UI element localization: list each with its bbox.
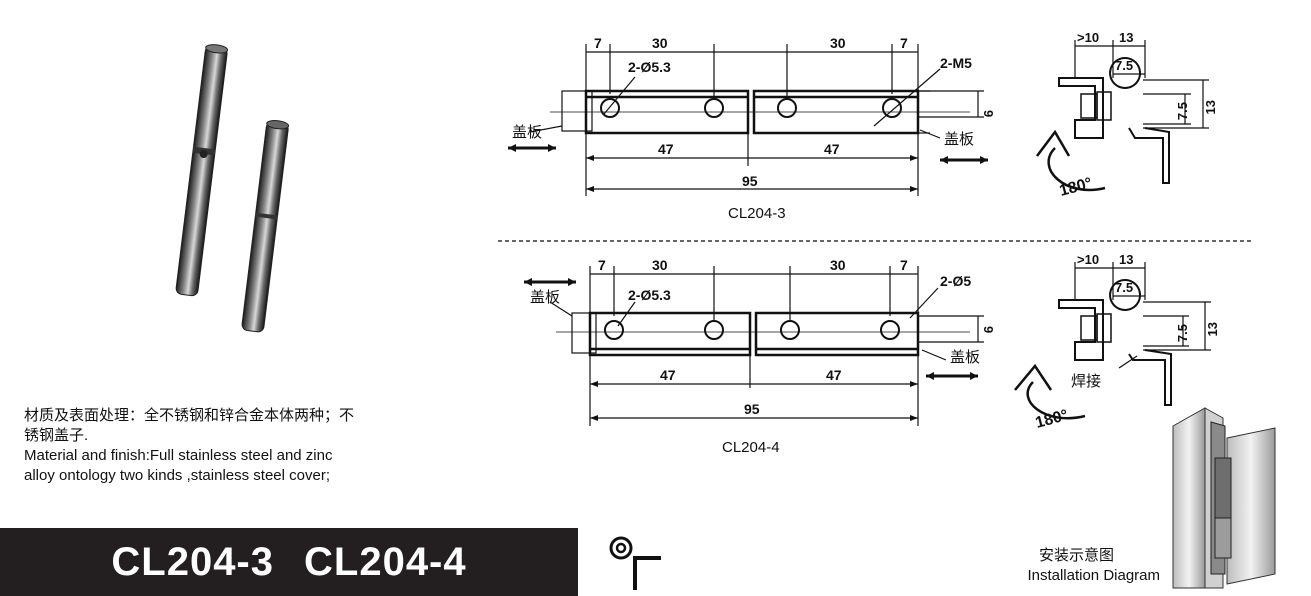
side-view-bottom: >10 13 7.5 7.5 13 180° 焊接 [1014,252,1220,430]
product-photo [175,44,290,333]
description-cn-line2: 锈钢盖子. [24,427,89,444]
caption-cl204-4: CL204-4 [722,439,780,456]
half-left-bottom: 47 [660,367,676,383]
model-b: CL204-4 [304,540,467,584]
total-bottom: 95 [744,401,760,417]
height-label-top: 9 [981,110,996,117]
thread-label-top: 2-M5 [940,55,972,71]
cover-right-top: 盖板 [944,130,974,148]
dim-bottom-right-edge: 7 [900,257,908,273]
side-view-top: >10 13 7.5 7.5 13 180° [1036,30,1218,200]
dim-top-left-span: 30 [652,35,668,51]
side-bottom-gap: >10 [1077,252,1099,267]
dashed-divider [498,240,1254,242]
side-bottom-offset: 7.5 [1115,280,1133,295]
installation-en: Installation Diagram [1027,567,1160,584]
model-title: CL204-3 CL204-4 [0,528,578,596]
side-top-angle: 180° [1058,175,1094,200]
side-bottom-h-small: 7.5 [1175,324,1190,342]
dim-top-right-edge: 7 [900,35,908,51]
installation-caption: 安装示意图 Installation Diagram [960,546,1160,586]
model-a: CL204-3 [111,540,274,584]
material-description: 材质及表面处理：全不锈钢和锌合金本体两种；不 锈钢盖子. Material an… [24,406,454,486]
installation-drawing [1172,407,1276,589]
dim-bottom-left-edge: 7 [598,257,606,273]
half-left-top: 47 [658,141,674,157]
side-top-gap: >10 [1077,30,1099,45]
side-top-width: 13 [1119,30,1133,45]
description-en-line1: Material and finish:Full stainless steel… [24,447,333,464]
cover-left-bottom: 盖板 [530,288,560,306]
dim-bottom-left-span: 30 [652,257,668,273]
description-en-line2: alloy ontology two kinds ,stainless stee… [24,467,330,484]
weld-label: 焊接 [1071,373,1101,390]
hole-label-top: 2-Ø5.3 [628,59,671,75]
short-pin [241,120,290,333]
dim-top-left-edge: 7 [594,35,602,51]
hinge-symbol-icon [609,536,661,590]
caption-cl204-3: CL204-3 [728,205,786,222]
half-right-top: 47 [824,141,840,157]
title-bar [0,528,578,596]
hole-label-bottom-right: 2-Ø5 [940,273,971,289]
cover-left-top: 盖板 [512,123,542,141]
side-bottom-h-big: 13 [1205,322,1220,336]
hole-label-bottom: 2-Ø5.3 [628,287,671,303]
side-top-h-big: 13 [1203,100,1218,114]
cover-right-bottom: 盖板 [950,348,980,366]
dim-bottom-right-span: 30 [830,257,846,273]
side-top-offset: 7.5 [1115,58,1133,73]
half-right-bottom: 47 [826,367,842,383]
side-bottom-width: 13 [1119,252,1133,267]
description-cn-line1: 材质及表面处理：全不锈钢和锌合金本体两种；不 [24,407,355,424]
drawing-cl204-4: 7 30 30 7 2-Ø5.3 2-Ø5 9 47 47 95 盖板 盖板 C… [524,257,996,456]
installation-cn: 安装示意图 [1038,547,1114,564]
dim-top-right-span: 30 [830,35,846,51]
long-pin [175,44,229,297]
side-bottom-angle: 180° [1034,407,1070,430]
total-top: 95 [742,173,758,189]
side-top-h-small: 7.5 [1175,102,1190,120]
height-label-bottom: 9 [981,326,996,333]
drawing-cl204-3: 7 30 30 7 2-Ø5.3 2-M5 9 47 47 95 盖板 盖板 C… [508,35,996,222]
